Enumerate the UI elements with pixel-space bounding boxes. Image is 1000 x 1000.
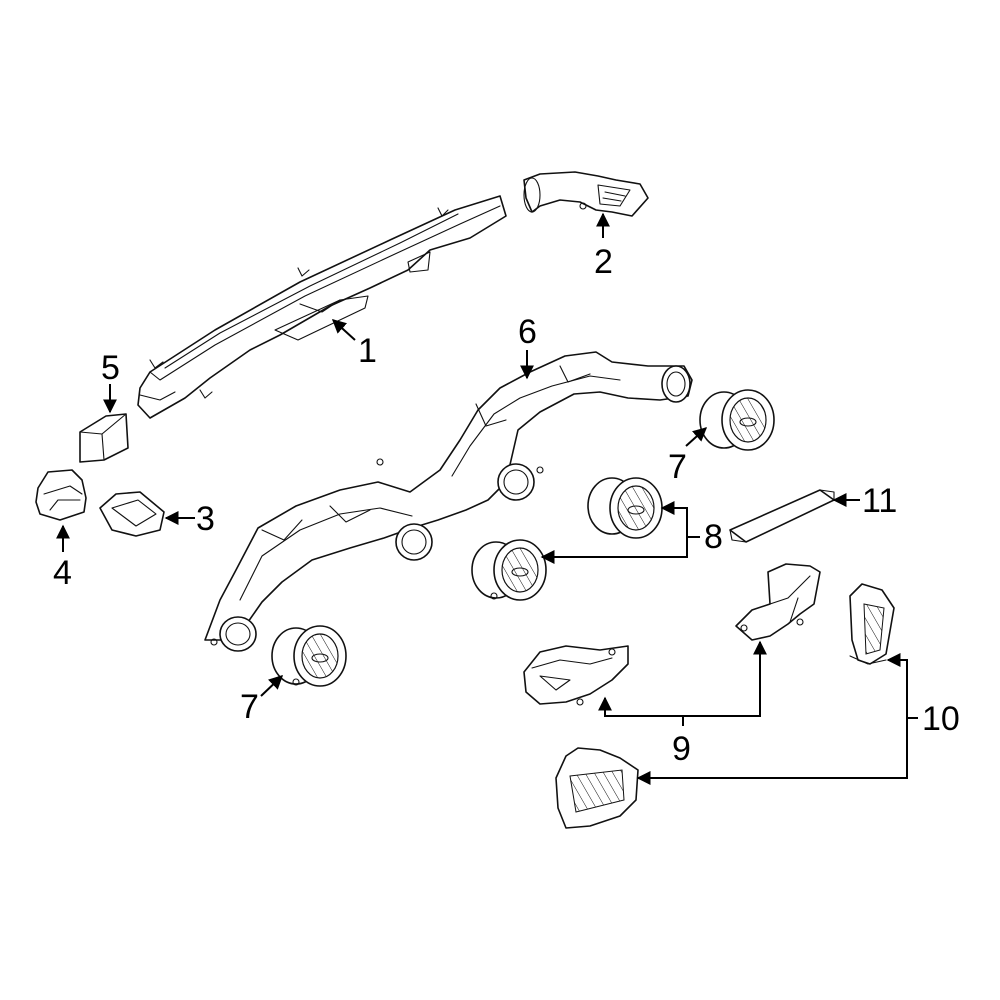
leader-8-bottom [540,537,688,564]
part-3-outlet-trim [99,491,165,537]
part-7-round-vent-upper [699,389,775,451]
callout-1: 1 [358,332,377,370]
callout-3: 3 [196,500,215,538]
part-11-pad [729,489,835,543]
part-7-round-vent-lower [271,625,347,687]
callout-9: 9 [672,730,691,768]
part-6-main-duct [204,351,693,652]
leader-10-bottom [636,718,908,785]
part-10-grille-lower [555,747,639,829]
leader-1 [331,319,356,341]
leader-9-left [598,696,683,717]
callout-7-lower: 7 [240,688,259,726]
callout-8: 8 [704,518,723,556]
callout-11: 11 [862,482,897,520]
callout-7-upper: 7 [668,448,687,486]
leader-lines [56,212,918,785]
part-5-small-duct [79,413,129,463]
callout-2: 2 [594,243,613,281]
callout-10: 10 [922,700,960,738]
part-1-defroster-duct [137,195,507,419]
leader-7a [685,427,708,447]
part-8-center-vent-lower [471,539,547,601]
callout-labels: 1 2 3 4 5 6 7 7 8 9 10 11 [53,243,960,768]
part-4-connector-highlighted [35,469,87,521]
leader-10-top [886,653,918,719]
part-10-grille-upper [849,583,895,665]
leader-8-top [660,501,700,538]
callout-5: 5 [101,349,120,387]
callout-6: 6 [518,313,537,351]
part-8-center-vent-upper [587,477,663,539]
part-9-duct-upper [735,563,821,641]
leader-9-right [683,640,767,717]
part-2-side-duct [523,171,649,217]
callout-4: 4 [53,554,72,592]
part-9-duct-lower [523,645,629,706]
leader-7b [260,675,284,697]
